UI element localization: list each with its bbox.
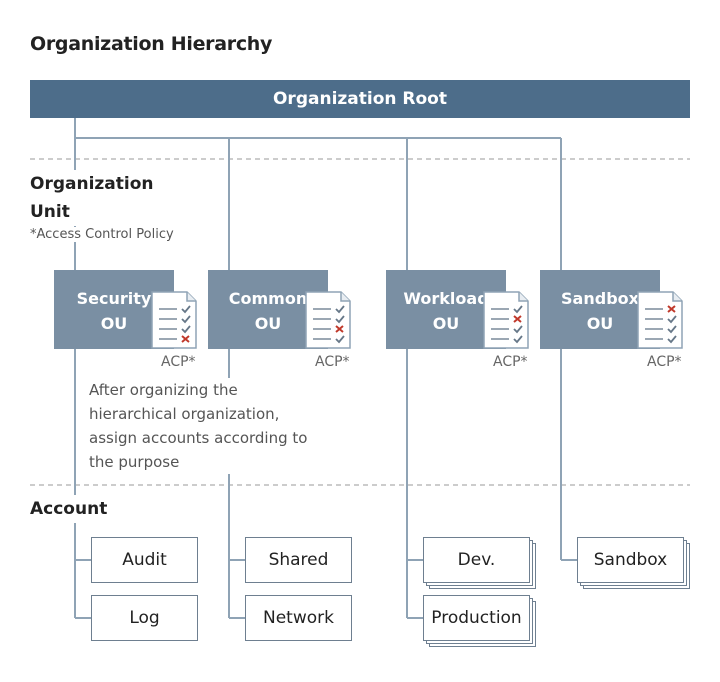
account-label-dev: Dev. bbox=[457, 550, 496, 570]
account-label-log: Log bbox=[129, 608, 160, 628]
cross-icon bbox=[513, 315, 522, 323]
account-network: Network bbox=[245, 595, 352, 641]
account-label-audit: Audit bbox=[122, 550, 167, 570]
section-label-account: Account bbox=[30, 495, 114, 523]
check-icon bbox=[667, 325, 677, 334]
account-label-network: Network bbox=[263, 608, 334, 628]
cross-icon bbox=[335, 325, 344, 333]
policy-document-icon bbox=[637, 291, 683, 349]
diagram-title: Organization Hierarchy bbox=[30, 33, 273, 55]
check-icon bbox=[335, 305, 345, 314]
account-label-sandbox: Sandbox bbox=[593, 550, 668, 570]
account-dev: Dev. bbox=[423, 537, 530, 583]
acp-label-common: ACP* bbox=[315, 354, 350, 370]
document-sheet bbox=[483, 291, 529, 349]
check-icon bbox=[513, 305, 523, 314]
ou-name-sandbox: Sandbox OU bbox=[561, 289, 639, 333]
account-production: Production bbox=[423, 595, 530, 641]
check-icon bbox=[335, 315, 345, 324]
cross-icon bbox=[667, 305, 676, 313]
policy-document-icon bbox=[305, 291, 351, 349]
account-label-shared: Shared bbox=[268, 550, 329, 570]
document-fold bbox=[186, 292, 196, 302]
acp-label-workload: ACP* bbox=[493, 354, 528, 370]
account-log: Log bbox=[91, 595, 198, 641]
check-icon bbox=[667, 315, 677, 324]
policy-document-icon bbox=[483, 291, 529, 349]
assignment-description: After organizing the hierarchical organi… bbox=[89, 378, 309, 474]
organization-root-label: Organization Root bbox=[272, 89, 447, 109]
acp-label-sandbox: ACP* bbox=[647, 354, 682, 370]
document-sheet bbox=[637, 291, 683, 349]
check-icon bbox=[181, 315, 191, 324]
document-fold bbox=[518, 292, 528, 302]
section-label-organization-unit: Organization Unit bbox=[30, 170, 160, 226]
ou-name-security: Security OU bbox=[76, 289, 152, 333]
check-icon bbox=[181, 325, 191, 334]
account-sandbox: Sandbox bbox=[577, 537, 684, 583]
policy-document-icon bbox=[151, 291, 197, 349]
cross-icon bbox=[181, 335, 190, 343]
account-label-production: Production bbox=[431, 608, 522, 628]
acp-footnote: *Access Control Policy bbox=[30, 227, 174, 242]
document-sheet bbox=[305, 291, 351, 349]
check-icon bbox=[181, 305, 191, 314]
organization-root-box: Organization Root bbox=[30, 80, 690, 118]
check-icon bbox=[335, 335, 345, 344]
account-shared: Shared bbox=[245, 537, 352, 583]
account-audit: Audit bbox=[91, 537, 198, 583]
check-icon bbox=[513, 325, 523, 334]
check-icon bbox=[513, 335, 523, 344]
document-fold bbox=[672, 292, 682, 302]
document-fold bbox=[340, 292, 350, 302]
document-sheet bbox=[151, 291, 197, 349]
ou-name-common: Common OU bbox=[228, 289, 308, 333]
ou-name-workload: Workload OU bbox=[403, 289, 489, 333]
check-icon bbox=[667, 335, 677, 344]
acp-label-security: ACP* bbox=[161, 354, 196, 370]
